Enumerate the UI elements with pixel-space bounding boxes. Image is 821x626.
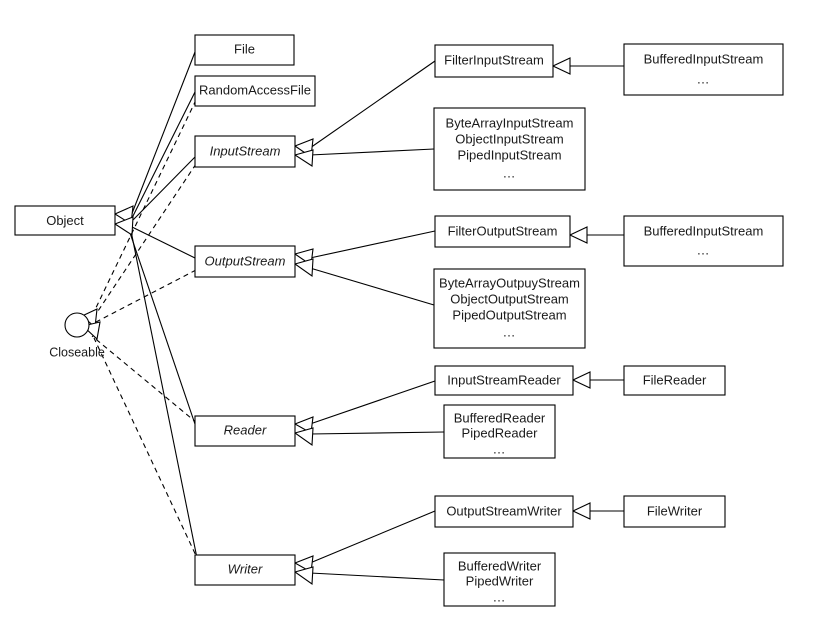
edge-bufferedwritergroup-to-writer <box>309 572 445 581</box>
class-box-buffered-input-stream-1[interactable]: BufferedInputStream … <box>623 43 784 96</box>
edges-reader-subtree <box>293 371 624 447</box>
edge-outputstream-to-object <box>131 226 196 259</box>
edge-bytearrayoutputgroup-to-outputstream <box>309 267 435 306</box>
class-box-file-writer[interactable]: FileWriter <box>623 495 726 528</box>
class-label-buffered-input-stream-1: BufferedInputStream <box>644 51 764 66</box>
edge-randomaccessfile-to-closeable <box>91 99 197 317</box>
edge-writer-to-object <box>130 230 200 569</box>
edge-filterinputstream-to-inputstream <box>309 60 436 149</box>
arrowhead-inputstreamreader <box>571 371 591 389</box>
edges-inputstream-subtree <box>293 57 624 167</box>
class-label-byte-array-input-stream: ByteArrayInputStream <box>446 115 574 130</box>
class-label-output-stream: OutputStream <box>205 253 286 268</box>
arrowhead-inputstream-b <box>293 149 314 167</box>
arrowhead-writer-b <box>293 566 314 586</box>
class-label-file-reader: FileReader <box>643 372 707 387</box>
edge-outputstream-to-closeable <box>95 269 197 323</box>
edges-to-closeable <box>80 99 200 563</box>
arrowhead-filteroutputstream <box>568 226 588 244</box>
class-box-file-reader[interactable]: FileReader <box>623 365 726 396</box>
class-label-input-stream-reader: InputStreamReader <box>447 372 561 387</box>
class-label-buffered-input-stream-1-ellipsis: … <box>697 71 711 86</box>
class-box-random-access-file[interactable]: RandomAccessFile <box>194 75 316 107</box>
edge-outputstreamwriter-to-writer <box>309 510 436 564</box>
class-label-random-access-file: RandomAccessFile <box>199 82 311 97</box>
class-box-output-stream-writer[interactable]: OutputStreamWriter <box>434 495 574 528</box>
class-box-output-stream[interactable]: OutputStream <box>194 245 296 278</box>
class-box-buffered-writer-group[interactable]: BufferedWriter PipedWriter … <box>443 552 556 607</box>
class-label-object-input-stream: ObjectInputStream <box>455 131 563 146</box>
class-label-filter-input-stream: FilterInputStream <box>444 52 544 67</box>
closeable-interface-node[interactable]: Closeable <box>49 312 105 359</box>
arrowhead-filterinputstream <box>551 57 571 75</box>
class-label-byte-array-output-group-ellipsis: … <box>503 324 517 339</box>
edge-bytearrayinputgroup-to-inputstream <box>309 148 435 156</box>
class-box-input-stream[interactable]: InputStream <box>194 135 296 168</box>
edge-reader-to-closeable <box>91 335 198 424</box>
arrowhead-reader-b <box>293 427 314 447</box>
arrowhead-outputstreamwriter <box>571 502 591 520</box>
arrowhead-generalization-object-b <box>113 216 134 236</box>
class-box-filter-output-stream[interactable]: FilterOutputStream <box>434 215 571 248</box>
class-box-buffered-reader-group[interactable]: BufferedReader PipedReader … <box>443 404 556 459</box>
class-label-input-stream: InputStream <box>210 143 281 158</box>
class-box-filter-input-stream[interactable]: FilterInputStream <box>434 44 554 78</box>
class-label-byte-array-output-stream: ByteArrayOutpuyStream <box>439 275 580 290</box>
class-box-object[interactable]: Object <box>14 205 116 236</box>
class-label-file: File <box>234 41 255 56</box>
closeable-label: Closeable <box>49 345 105 359</box>
edges-to-object <box>113 51 200 569</box>
class-label-piped-writer: PipedWriter <box>466 573 534 588</box>
class-label-piped-reader: PipedReader <box>462 425 539 440</box>
edge-inputstreamreader-to-reader <box>309 380 436 425</box>
edge-bufferedreadergroup-to-reader <box>309 431 445 435</box>
class-label-buffered-input-stream-2-ellipsis: … <box>697 242 711 257</box>
class-label-buffered-input-stream-2: BufferedInputStream <box>644 223 764 238</box>
edge-inputstream-to-closeable <box>93 163 197 318</box>
class-label-object-output-stream: ObjectOutputStream <box>450 291 569 306</box>
closeable-circle-icon <box>64 312 90 338</box>
class-label-filter-output-stream: FilterOutputStream <box>448 223 558 238</box>
class-box-reader[interactable]: Reader <box>194 415 296 447</box>
class-box-file[interactable]: File <box>194 34 295 66</box>
edges-outputstream-subtree <box>293 226 624 306</box>
class-box-input-stream-reader[interactable]: InputStreamReader <box>434 365 574 396</box>
class-label-output-stream-writer: OutputStreamWriter <box>446 503 562 518</box>
edge-reader-to-object <box>128 229 198 431</box>
class-box-byte-array-output-group[interactable]: ByteArrayOutpuyStream ObjectOutputStream… <box>433 268 586 349</box>
edge-file-to-object <box>130 51 196 217</box>
class-label-reader: Reader <box>224 422 267 437</box>
edge-filteroutputstream-to-outputstream <box>309 230 436 259</box>
class-label-buffered-writer: BufferedWriter <box>458 558 542 573</box>
class-label-buffered-reader: BufferedReader <box>454 410 546 425</box>
edges-writer-subtree <box>293 502 624 586</box>
edge-randomaccessfile-to-object <box>131 91 196 219</box>
class-box-byte-array-input-group[interactable]: ByteArrayInputStream ObjectInputStream P… <box>433 107 586 191</box>
class-label-byte-array-input-group-ellipsis: … <box>503 165 517 180</box>
edge-writer-to-closeable <box>93 337 200 563</box>
arrowhead-outputstream-b <box>293 258 314 278</box>
class-box-writer[interactable]: Writer <box>194 554 296 586</box>
class-label-file-writer: FileWriter <box>647 503 703 518</box>
class-label-piped-input-stream: PipedInputStream <box>457 147 561 162</box>
class-label-object: Object <box>46 213 84 228</box>
class-box-buffered-input-stream-2[interactable]: BufferedInputStream … <box>623 215 784 267</box>
class-label-piped-output-stream: PipedOutputStream <box>452 307 566 322</box>
class-label-buffered-reader-group-ellipsis: … <box>493 441 507 456</box>
class-label-writer: Writer <box>228 561 263 576</box>
class-label-buffered-writer-group-ellipsis: … <box>493 589 507 604</box>
